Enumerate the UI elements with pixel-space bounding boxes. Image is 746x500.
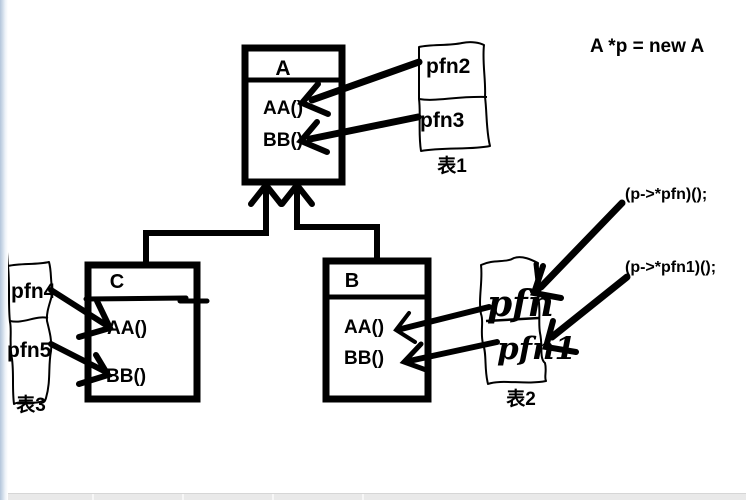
class-a-method-bb: BB() [263, 130, 303, 151]
bottom-bar-divider [272, 494, 274, 500]
class-a-method-aa: AA() [263, 98, 303, 119]
arrow-call-pfn-to-vtable-2 [530, 199, 626, 301]
bottom-bar-divider [92, 494, 94, 500]
arrowhead-up-right [279, 182, 315, 207]
arrowhead [530, 263, 564, 301]
class-a-name: A [275, 57, 290, 80]
arrow-line [308, 58, 423, 104]
arrow-pfn4-to-c-aa [48, 287, 115, 340]
arrow-line [48, 341, 107, 374]
pointer-declaration-text: A *p = new A [590, 36, 704, 57]
arrowhead [296, 119, 330, 155]
class-b-method-bb: BB() [344, 348, 384, 369]
vtable-3-entry-pfn5: pfn5 [7, 339, 52, 362]
vtable-3-label: 表3 [16, 393, 46, 416]
call-pfn-text: (p->*pfn)(); [625, 186, 707, 203]
arrowhead [76, 298, 115, 340]
class-b-name: B [345, 270, 359, 292]
arrowhead [76, 352, 113, 387]
arrow-line [398, 304, 492, 332]
class-b-rect [322, 257, 432, 403]
bottom-bar-divider [182, 494, 184, 500]
arrow-line [537, 199, 626, 291]
vtable-1-entry-pfn3: pfn3 [420, 109, 464, 132]
bottom-bar-divider [362, 494, 364, 500]
arrowhead-up-left [248, 182, 284, 207]
arrow-pfn5-to-c-bb [48, 341, 113, 387]
inheritance-arrow-c-to-a [143, 182, 284, 265]
vtable-2-label: 表2 [506, 387, 536, 410]
call-pfn1-text: (p->*pfn1)(); [625, 259, 716, 276]
vtable-1: pfn2 pfn3 表1 [418, 41, 491, 177]
arrow-pfn1-to-b-bb [399, 339, 500, 374]
inheritance-arrow-b-to-a [279, 182, 380, 261]
class-c-header-divider [83, 295, 210, 304]
class-b-method-aa: AA() [344, 317, 384, 338]
inheritance-line-right [294, 187, 380, 261]
vtable-3: pfn4 pfn5 表3 [6, 251, 56, 416]
vtable-3-entry-pfn4: pfn4 [11, 280, 56, 303]
class-b-box: B AA() BB() [322, 257, 432, 403]
vtable-1-label: 表1 [437, 154, 467, 177]
vtable-2-entry-pfn: pfn [487, 283, 554, 325]
vtable-3-divider [9, 316, 49, 323]
arrow-line [306, 113, 422, 143]
arrow-line [548, 273, 631, 341]
arrow-call-pfn1-to-vtable-2 [542, 273, 631, 355]
arrow-pfn-to-b-aa [393, 304, 492, 344]
ink-blob [533, 261, 542, 293]
vtable-1-divider [418, 95, 488, 101]
class-c-method-aa: AA() [107, 318, 147, 339]
vtable-3-paper [7, 261, 54, 405]
arrowhead [399, 341, 432, 374]
page-left-edge-shadow [0, 0, 8, 500]
arrow-line [48, 287, 109, 328]
class-c-method-bb: BB() [106, 366, 146, 387]
vtable-1-entry-pfn2: pfn2 [426, 55, 470, 78]
arrowhead [542, 318, 579, 355]
arrowhead [393, 311, 417, 344]
arrow-pfn2-to-a-aa [297, 58, 423, 117]
arrowhead [297, 81, 331, 117]
vtable-2-divider [485, 316, 540, 323]
class-c-name: C [110, 271, 124, 293]
arrow-pfn3-to-a-bb [296, 113, 422, 155]
page-bottom-bar [0, 493, 746, 500]
inheritance-line-left [143, 187, 269, 265]
arrow-line [406, 339, 500, 364]
